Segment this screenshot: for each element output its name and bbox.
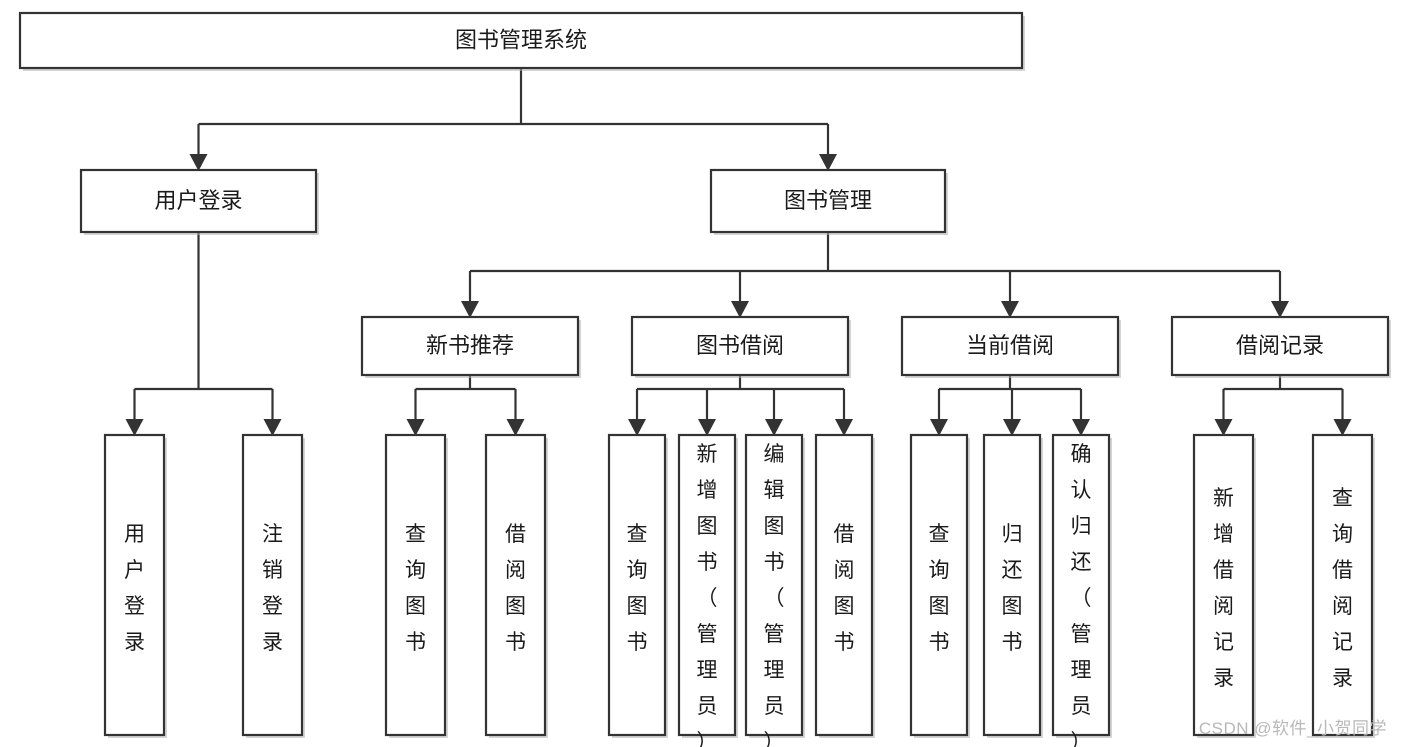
node-box[interactable] [709, 168, 947, 234]
node-box[interactable] [1192, 433, 1255, 737]
arrow-head-icon [930, 419, 948, 436]
connector-user-login [125, 232, 282, 436]
arrow-head-icon [835, 419, 853, 436]
node-label: 查询图书 [405, 523, 426, 654]
arrow-head-icon [1003, 419, 1021, 436]
node-box[interactable] [630, 315, 850, 377]
node-label: 确认归还（管理员） [1071, 443, 1092, 747]
node-cb-confirm[interactable]: 确认归还（管理员） [1051, 433, 1112, 747]
connector-book-borrow [628, 375, 853, 436]
arrow-head-icon [1072, 419, 1090, 436]
node-box[interactable] [241, 433, 304, 737]
node-box[interactable] [744, 433, 804, 737]
arrow-head-icon [461, 301, 479, 318]
node-label: 用户登录 [124, 523, 145, 654]
connector-borrow-record [1214, 375, 1352, 436]
node-leaf-logout[interactable]: 注销登录 [241, 433, 305, 738]
node-box[interactable] [79, 168, 318, 234]
arrow-head-icon [819, 154, 837, 171]
node-bb-add[interactable]: 新增图书（管理员） [677, 433, 738, 747]
node-label: 查询图书 [627, 523, 648, 654]
node-label: 当前借阅 [966, 333, 1054, 358]
node-box[interactable] [1051, 433, 1111, 737]
arrow-head-icon [1333, 419, 1352, 436]
node-book-manage[interactable]: 图书管理 [709, 168, 948, 235]
node-box[interactable] [900, 315, 1120, 377]
node-br-query[interactable]: 查询借阅记录 [1311, 433, 1375, 738]
node-box[interactable] [814, 433, 874, 737]
arrow-head-icon [189, 154, 208, 171]
arrow-head-icon [1214, 419, 1233, 436]
node-bb-edit[interactable]: 编辑图书（管理员） [744, 433, 805, 747]
node-label: 注销登录 [262, 523, 283, 654]
node-box[interactable] [1311, 433, 1374, 737]
connector-current-borrow [930, 375, 1090, 436]
node-label: 借阅记录 [1236, 333, 1324, 358]
node-current-borrow[interactable]: 当前借阅 [900, 315, 1121, 378]
node-bb-query[interactable]: 查询图书 [607, 433, 668, 738]
node-bb-borrow[interactable]: 借阅图书 [814, 433, 875, 738]
arrow-head-icon [263, 419, 282, 436]
arrow-head-icon [628, 419, 646, 436]
node-label: 图书管理系统 [455, 27, 587, 52]
node-box[interactable] [103, 433, 166, 737]
node-label: 编辑图书（管理员） [764, 443, 785, 747]
arrow-head-icon [406, 419, 425, 436]
node-box[interactable] [18, 11, 1024, 70]
node-box[interactable] [384, 433, 447, 737]
node-cb-query[interactable]: 查询图书 [909, 433, 970, 738]
connector-layer [125, 68, 1352, 436]
node-leaf-user-login[interactable]: 用户登录 [103, 433, 167, 738]
node-label: 借阅图书 [505, 523, 526, 654]
arrow-head-icon [125, 419, 144, 436]
node-br-add[interactable]: 新增借阅记录 [1192, 433, 1256, 738]
node-layer: 图书管理系统用户登录图书管理新书推荐图书借阅当前借阅借阅记录用户登录注销登录查询… [18, 11, 1391, 747]
node-label: 用户登录 [154, 188, 242, 213]
node-label: 归还图书 [1002, 523, 1023, 654]
node-box[interactable] [982, 433, 1042, 737]
node-box[interactable] [484, 433, 547, 737]
node-label: 新增图书（管理员） [697, 443, 718, 747]
connector-book-manage [461, 232, 1289, 318]
arrow-head-icon [1271, 301, 1289, 318]
arrow-head-icon [698, 419, 716, 436]
arrow-head-icon [1001, 301, 1019, 318]
arrow-head-icon [765, 419, 783, 436]
node-root[interactable]: 图书管理系统 [18, 11, 1025, 71]
node-box[interactable] [677, 433, 737, 737]
node-box[interactable] [360, 315, 580, 377]
node-nbr-query[interactable]: 查询图书 [384, 433, 448, 738]
node-label: 图书管理 [784, 188, 872, 213]
node-box[interactable] [909, 433, 969, 737]
node-box[interactable] [1170, 315, 1390, 377]
node-box[interactable] [607, 433, 667, 737]
node-new-book-rec[interactable]: 新书推荐 [360, 315, 581, 378]
node-label: 查询借阅记录 [1332, 487, 1353, 690]
node-label: 新书推荐 [426, 333, 514, 358]
node-label: 新增借阅记录 [1213, 487, 1234, 690]
node-label: 借阅图书 [834, 523, 855, 654]
node-borrow-record[interactable]: 借阅记录 [1170, 315, 1391, 378]
node-book-borrow[interactable]: 图书借阅 [630, 315, 851, 378]
connector-new-book-rec [406, 375, 525, 436]
connector-root [189, 68, 837, 171]
node-label: 查询图书 [929, 523, 950, 654]
arrow-head-icon [731, 301, 749, 318]
node-label: 图书借阅 [696, 333, 784, 358]
watermark-label: CSDN @软件_小贺同学 [1198, 719, 1387, 738]
node-user-login[interactable]: 用户登录 [79, 168, 319, 235]
node-nbr-borrow[interactable]: 借阅图书 [484, 433, 548, 738]
node-cb-return[interactable]: 归还图书 [982, 433, 1043, 738]
arrow-head-icon [506, 419, 525, 436]
